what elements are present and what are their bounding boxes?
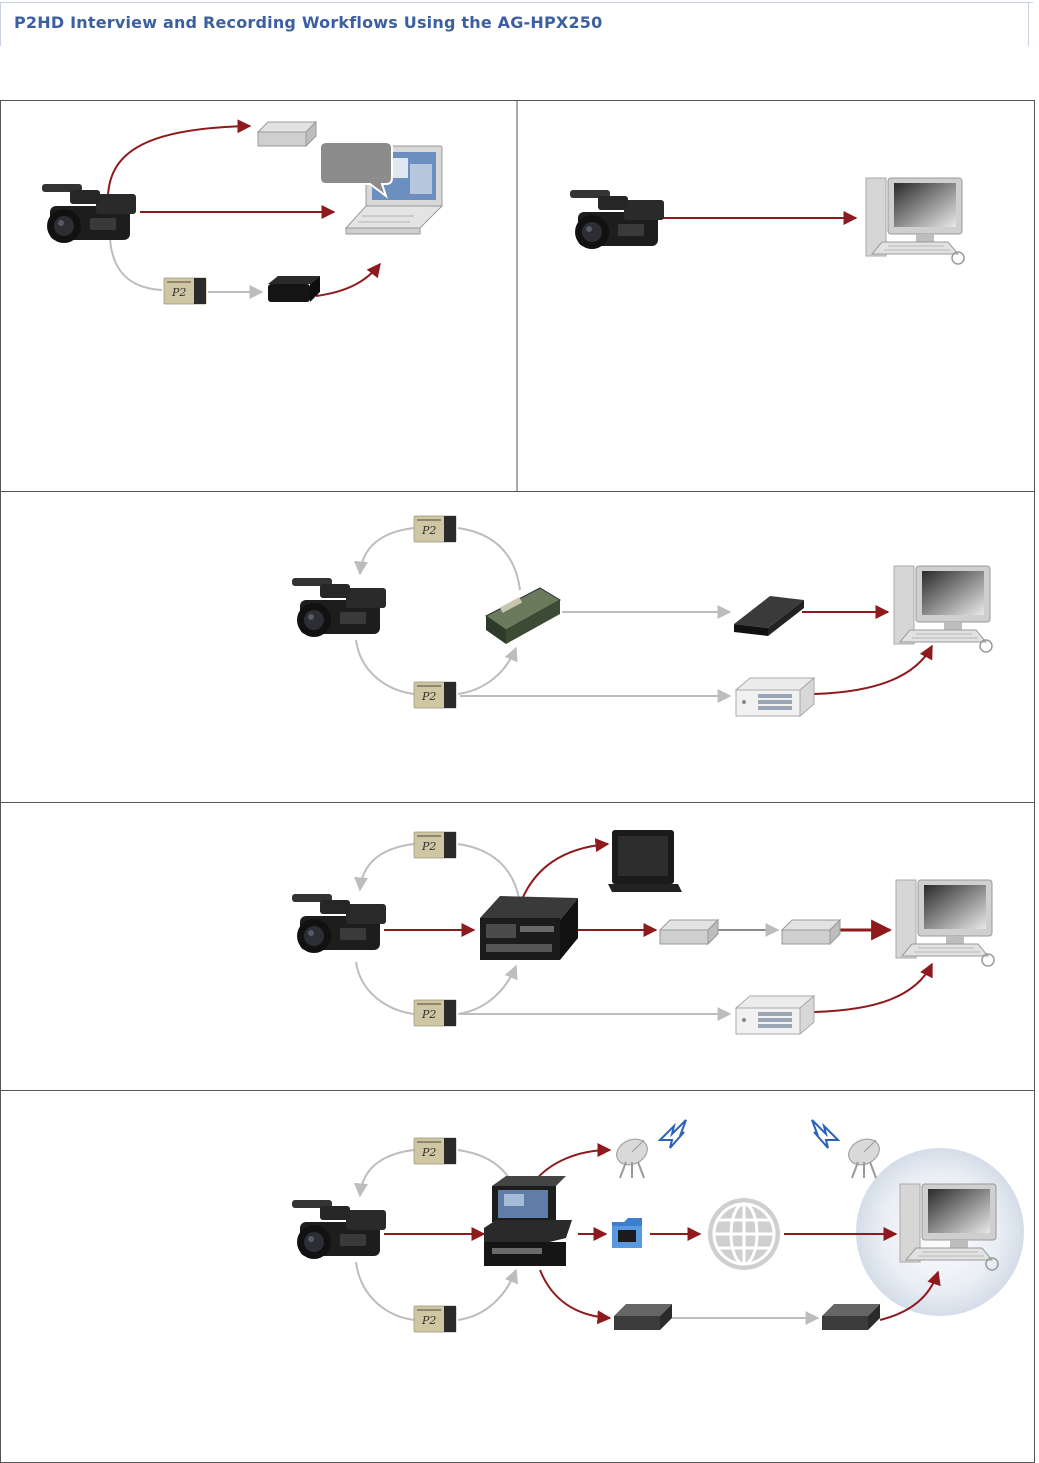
p2-card-icon [413,1137,457,1165]
server-icon [735,995,815,1035]
recorder-icon [257,121,317,147]
p2-card-icon [413,515,457,543]
panel-5-workflow [292,1119,1024,1333]
network-storage-icon [822,1304,880,1330]
network-storage-icon [614,1304,672,1330]
arrow-recorder-to-storage [539,1269,612,1325]
camcorder-icon [292,894,386,953]
lightning-icon [811,1119,839,1149]
studio-deck-icon [480,896,578,960]
arc-card-to-deck [457,843,521,905]
camcorder-icon [570,190,664,249]
folder-icon [612,1218,642,1248]
header-rule-right [1028,2,1029,46]
arc-card-to-recorder [457,527,521,591]
arrow-deck-to-monitor [519,838,610,905]
page-header: P2HD Interview and Recording Workflows U… [0,0,1034,46]
desktop-pc-icon [895,879,995,967]
callout-bubble [319,141,393,199]
arrow-card-to-camera [353,527,415,576]
panel-2-workflow [570,177,965,265]
portable-recorder-icon [484,1176,572,1266]
desktop-pc-icon [865,177,965,265]
p2-card-icon [163,277,207,305]
header-rule [0,2,1033,3]
camcorder-icon [42,184,136,243]
arrow-storage-to-pc [879,1270,941,1321]
satellite-dish-icon [611,1133,653,1179]
arrow-reader-out [315,262,381,297]
desktop-pc-icon [893,565,993,653]
server-icon [735,677,815,717]
arrow-to-recorder [107,119,252,197]
hdd-icon [734,596,804,636]
satellite-dish-icon [843,1133,885,1179]
p2-card-icon [413,681,457,709]
arc-camera-to-card [355,961,415,1015]
field-monitor-icon [608,830,682,892]
desktop-pc-icon [899,1183,999,1271]
panel-1-workflow [42,119,444,305]
arrow-server-to-pc [813,644,933,695]
network-storage-icon [659,919,719,945]
panel-4-workflow [292,830,995,1035]
p2-drive-icon [485,587,561,644]
page-title: P2HD Interview and Recording Workflows U… [14,13,603,32]
p2-card-icon [413,999,457,1027]
card-reader-icon [268,276,320,302]
p2-card-icon [413,1305,457,1333]
arc-camera-to-card [355,639,415,695]
globe-icon [708,1198,780,1270]
arrow-card-to-deck [457,964,518,1015]
header-rule-left [0,2,1,46]
arrow-card-to-recorder [457,646,518,695]
arrow-card-to-camera [353,843,415,892]
network-storage-icon [781,919,841,945]
panel-3-workflow [292,515,993,717]
p2-card-icon [413,831,457,859]
arrow-card-to-camera [353,1149,415,1198]
camcorder-icon [292,1200,386,1259]
arrow-server-to-pc [813,962,933,1013]
arrow-card-to-recorder [457,1268,519,1321]
lightning-icon [659,1119,687,1149]
arc-camera-to-card [355,1261,415,1321]
arrow-to-card [109,237,163,291]
camcorder-icon [292,578,386,637]
